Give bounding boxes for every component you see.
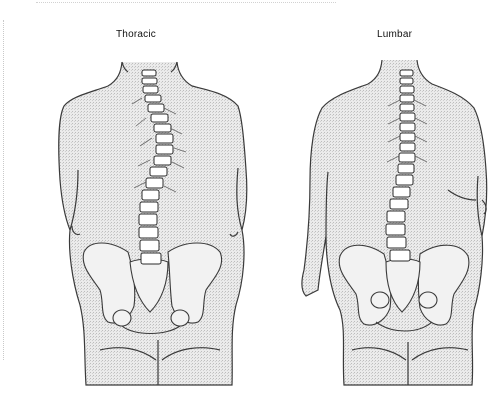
vertebra	[387, 211, 405, 222]
vertebra	[400, 70, 413, 76]
vertebra	[148, 104, 164, 112]
vertebra	[400, 123, 415, 131]
vertebra	[396, 175, 413, 185]
lumbar-right-femur-head	[419, 292, 437, 308]
vertebra	[399, 153, 415, 162]
vertebra	[398, 164, 414, 173]
vertebra	[154, 156, 171, 165]
vertebra	[140, 202, 158, 212]
vertebra	[400, 86, 414, 93]
vertebra	[142, 190, 159, 200]
vertebra	[400, 95, 414, 102]
vertebra	[145, 95, 161, 102]
vertebra	[141, 253, 161, 264]
vertebra	[386, 224, 405, 235]
vertebra	[142, 70, 156, 76]
thoracic-right-femur-head	[171, 310, 189, 326]
vertebra	[139, 214, 157, 225]
vertebra	[387, 237, 406, 248]
vertebra	[146, 178, 163, 188]
vertebra	[156, 145, 173, 154]
vertebra	[150, 167, 167, 176]
vertebra	[393, 187, 410, 197]
vertebra	[143, 86, 158, 93]
vertebra	[142, 78, 157, 84]
vertebra	[400, 143, 415, 151]
vertebra	[400, 78, 413, 84]
vertebra	[154, 124, 171, 132]
vertebra	[390, 199, 408, 209]
vertebra	[400, 113, 415, 121]
vertebra	[400, 104, 414, 111]
lumbar-left-femur-head	[371, 292, 389, 308]
vertebra	[140, 240, 159, 251]
vertebra	[400, 133, 415, 141]
vertebra	[390, 250, 410, 261]
vertebra	[156, 134, 173, 143]
vertebra	[151, 114, 168, 122]
thoracic-left-femur-head	[113, 310, 131, 326]
vertebra	[139, 227, 158, 238]
